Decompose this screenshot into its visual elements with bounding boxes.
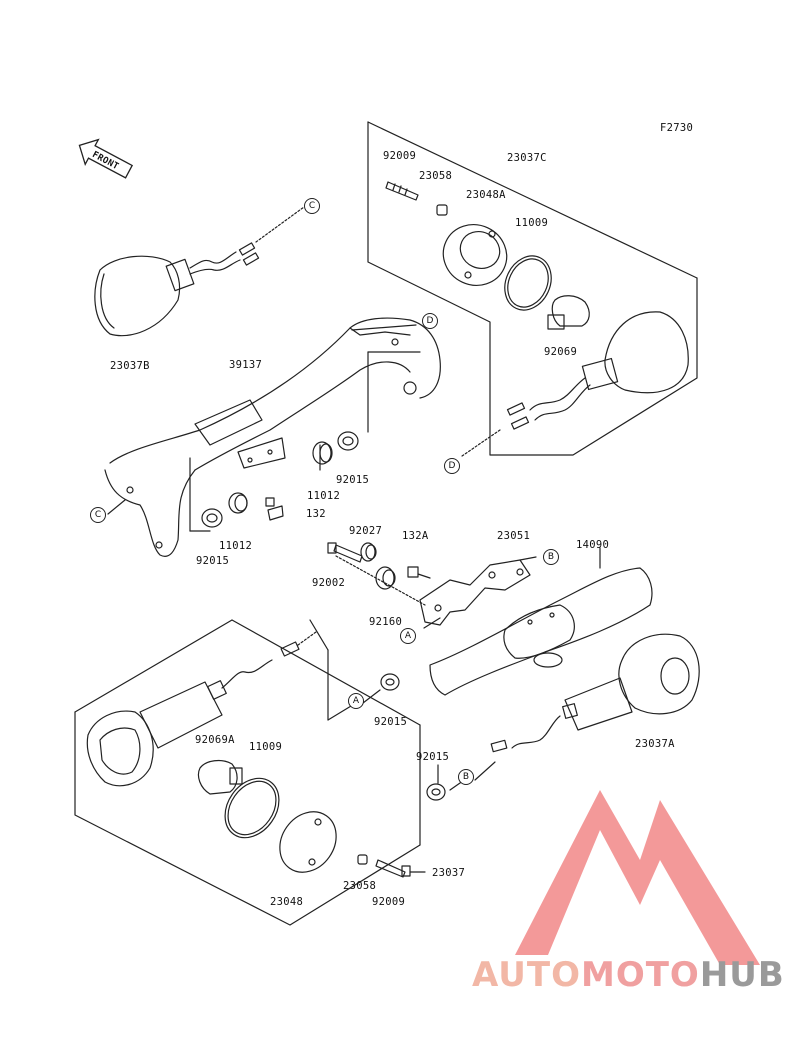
lens-23048 [279,811,337,873]
nut-92015-bottom [426,783,446,801]
part-label-14090: 14090 [576,539,610,551]
part-label-92015-bottom: 92015 [416,751,450,763]
part-label-23037A: 23037A [635,738,675,750]
assembly-outline-23037C [367,121,698,456]
watermark-logo-icon [515,790,760,965]
gasket-11009-bottom [224,777,280,839]
part-label-11009-top: 11009 [515,217,549,229]
callout-b-lower: B [458,769,474,785]
callout-a-bracket: A [400,628,416,644]
part-label-11009-bottom: 11009 [249,741,283,753]
callout-c-left: C [90,507,106,523]
watermark-part-3: HUB [699,955,785,995]
part-label-132A: 132A [402,530,429,542]
nut-92015-right [337,431,359,451]
collar-11012-left [228,492,248,514]
part-label-92069A: 92069A [195,734,235,746]
bulb-92069A [197,759,243,795]
turn-signal-23037B [94,206,305,337]
part-label-39137: 39137 [229,359,263,371]
part-label-23048A: 23048A [466,189,506,201]
part-label-92069: 92069 [544,346,578,358]
nut-92015-center [380,673,400,691]
collar-92027 [360,542,377,562]
part-label-92160: 92160 [369,616,403,628]
bolt-92002 [327,542,363,563]
part-label-23037B: 23037B [110,360,150,372]
part-label-92015-right: 92015 [336,474,370,486]
lens-rim-23048A [442,224,508,286]
turn-signal-23037 [86,631,317,787]
nut-23058-top [436,204,448,216]
part-label-23058-top: 23058 [419,170,453,182]
part-label-92015-center: 92015 [374,716,408,728]
callout-d-bottom: D [444,458,460,474]
part-label-92027: 92027 [349,525,383,537]
part-label-23051: 23051 [497,530,531,542]
screw-92009-bottom [375,859,411,878]
figure-code: F2730 [660,122,694,134]
bolt-132 [265,497,284,521]
turn-signal-23037C [461,311,689,457]
bolt-132A [407,566,431,579]
watermark-text: AUTOMOTOHUB [472,955,785,995]
stay-bracket-39137 [104,317,441,557]
part-label-92009-bottom: 92009 [372,896,406,908]
part-label-23037C: 23037C [507,152,547,164]
part-label-23037: 23037 [432,867,466,879]
nut-92015-left [201,508,223,528]
bracket-23051 [419,559,531,626]
part-label-23048: 23048 [270,896,304,908]
callout-b-bracket: B [543,549,559,565]
turn-signal-23037A [490,633,700,753]
bulb-92069 [547,295,590,330]
assembly-outline-23037 [74,711,421,926]
part-label-92009-top: 92009 [383,150,417,162]
watermark-part-2: MOTO [580,955,700,995]
nut-23058-bottom [357,854,368,865]
callout-c-top: C [304,198,320,214]
front-arrow-icon [78,138,134,179]
watermark-part-1: AUTO [472,955,581,995]
callout-a-lower: A [348,693,364,709]
callout-d-top: D [422,313,438,329]
part-label-11012-left: 11012 [219,540,253,552]
part-label-92002: 92002 [312,577,346,589]
part-label-23058-bottom: 23058 [343,880,377,892]
fender-14090 [429,567,653,696]
part-label-11012-right: 11012 [307,490,341,502]
collar-11012-right [312,441,333,465]
part-label-132: 132 [306,508,326,520]
collar-92160 [375,566,396,590]
gasket-11009-top [504,255,552,311]
part-label-92015-left: 92015 [196,555,230,567]
screw-92009-top [385,181,419,201]
